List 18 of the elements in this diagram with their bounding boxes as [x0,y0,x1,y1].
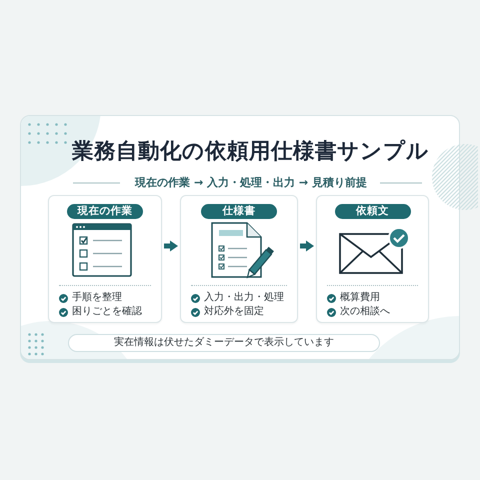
step-header: 仕様書 [201,204,277,219]
arrow [298,240,316,252]
arrow [162,240,180,252]
note-text: 実在情報は伏せたダミーデータで表示しています [114,337,334,349]
list-item-text: 概算費用 [340,292,380,304]
subtitle: 現在の作業 → 入力・処理・出力 → 見積り前提 [134,176,368,190]
step-card [180,195,298,323]
list-item-text: 手順を整理 [72,292,122,304]
step-card [316,195,429,323]
list-item-text: 対応外を固定 [204,306,264,318]
step-card [48,195,162,323]
note-pill [68,334,380,352]
step-header: 依頼文 [334,204,410,219]
title: 業務自動化の依頼用仕様書サンプル [72,139,428,165]
step-header: 現在の作業 [67,204,143,219]
list-item-text: 入力・出力・処理 [204,292,284,304]
list-item-text: 次の相談へ [340,306,390,318]
list-item-text: 困りごとを確認 [72,306,142,318]
